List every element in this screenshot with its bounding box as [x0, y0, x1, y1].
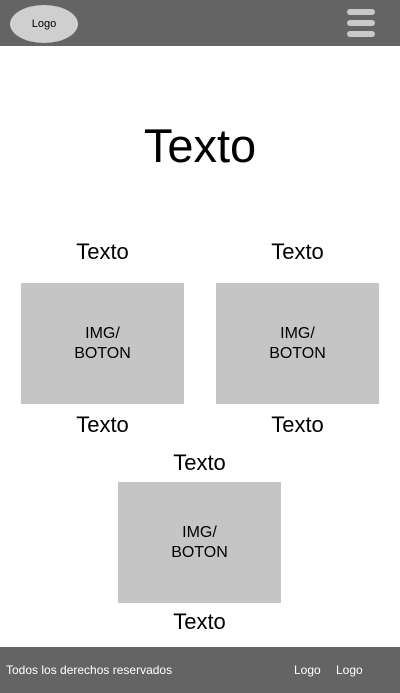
card-2-image-label: IMG/ BOTON	[269, 324, 326, 362]
hero-title: Texto	[143, 119, 257, 172]
card-2-top-text: Texto	[271, 239, 324, 264]
card-3-bottom-text: Texto	[173, 609, 226, 634]
card-1-top-text: Texto	[76, 239, 129, 264]
hamburger-menu-icon[interactable]	[347, 9, 375, 37]
card-1-image-label: IMG/ BOTON	[74, 324, 131, 362]
footer-logo-1[interactable]: Logo	[294, 663, 321, 677]
header: Logo	[0, 0, 400, 46]
card-3-image-button[interactable]: IMG/ BOTON	[118, 482, 281, 603]
logo[interactable]: Logo	[10, 5, 78, 43]
copyright-text: Todos los derechos reservados	[6, 663, 173, 677]
card-2-bottom-text: Texto	[271, 412, 324, 437]
card-2-image-button[interactable]: IMG/ BOTON	[216, 283, 379, 404]
card-1-bottom-text: Texto	[76, 412, 129, 437]
card-1-image-button[interactable]: IMG/ BOTON	[21, 283, 184, 404]
card-3-top-text: Texto	[173, 450, 226, 475]
footer-logo-2[interactable]: Logo	[336, 663, 363, 677]
logo-label: Logo	[31, 18, 57, 30]
card-3-image-label: IMG/ BOTON	[171, 523, 228, 561]
footer: Todos los derechos reservados Logo Logo	[0, 647, 400, 693]
